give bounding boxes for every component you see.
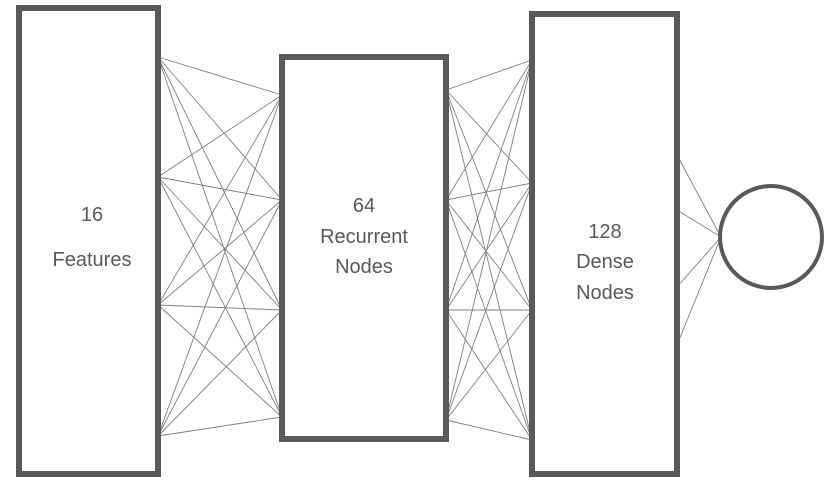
input-layer-label: Features — [53, 249, 132, 271]
dense-to-output-edge — [676, 236, 722, 288]
dense-to-output-edge — [676, 154, 722, 238]
input-to-recurrent-edge — [157, 309, 283, 437]
input-to-recurrent-edge — [157, 199, 283, 437]
recurrent-to-dense-edge — [445, 59, 533, 91]
output-node — [718, 184, 824, 290]
recurrent-to-dense-edge — [445, 199, 533, 311]
dense-layer-box — [529, 11, 680, 477]
input-to-recurrent-edge — [157, 176, 283, 311]
input-to-recurrent-edge — [157, 56, 283, 96]
dense-layer-label-line2: Nodes — [576, 282, 634, 304]
recurrent-to-dense-edge — [445, 182, 533, 421]
recurrent-to-dense-edge — [445, 419, 533, 441]
dense-to-output-edge — [676, 236, 722, 346]
connection-lines — [157, 56, 722, 441]
input-to-recurrent-edge — [157, 94, 283, 437]
input-to-recurrent-edge — [157, 56, 283, 201]
recurrent-to-dense-edge — [445, 182, 533, 201]
input-layer-count: 16 — [81, 204, 103, 226]
input-to-recurrent-edge — [157, 304, 283, 311]
recurrent-to-dense-edge — [445, 309, 533, 441]
input-to-recurrent-edge — [157, 304, 283, 418]
input-to-recurrent-edge — [157, 176, 283, 201]
recurrent-to-dense-edge — [445, 89, 533, 441]
input-layer-box — [16, 5, 161, 477]
recurrent-to-dense-edge — [445, 89, 533, 184]
input-to-recurrent-edge — [157, 416, 283, 437]
recurrent-to-dense-edge — [445, 59, 533, 311]
recurrent-layer-count: 64 — [353, 195, 375, 217]
input-to-recurrent-edge — [157, 199, 283, 306]
recurrent-layer-label: Recurrent — [320, 226, 408, 248]
recurrent-layer-box — [279, 54, 449, 442]
dense-layer-label: Dense — [576, 251, 634, 273]
input-to-recurrent-edge — [157, 56, 283, 418]
dense-layer-count: 128 — [588, 221, 621, 243]
input-to-recurrent-edge — [157, 176, 283, 418]
recurrent-to-dense-edge — [445, 89, 533, 311]
input-to-recurrent-edge — [157, 94, 283, 178]
recurrent-layer-label-line2: Nodes — [335, 256, 393, 278]
recurrent-to-dense-edge — [445, 182, 533, 311]
recurrent-to-dense-edge — [445, 59, 533, 421]
recurrent-to-dense-edge — [445, 59, 533, 201]
input-to-recurrent-edge — [157, 94, 283, 306]
recurrent-to-dense-edge — [445, 199, 533, 441]
recurrent-to-dense-edge — [445, 309, 533, 421]
input-to-recurrent-edge — [157, 56, 283, 311]
dense-to-output-edge — [676, 209, 722, 238]
